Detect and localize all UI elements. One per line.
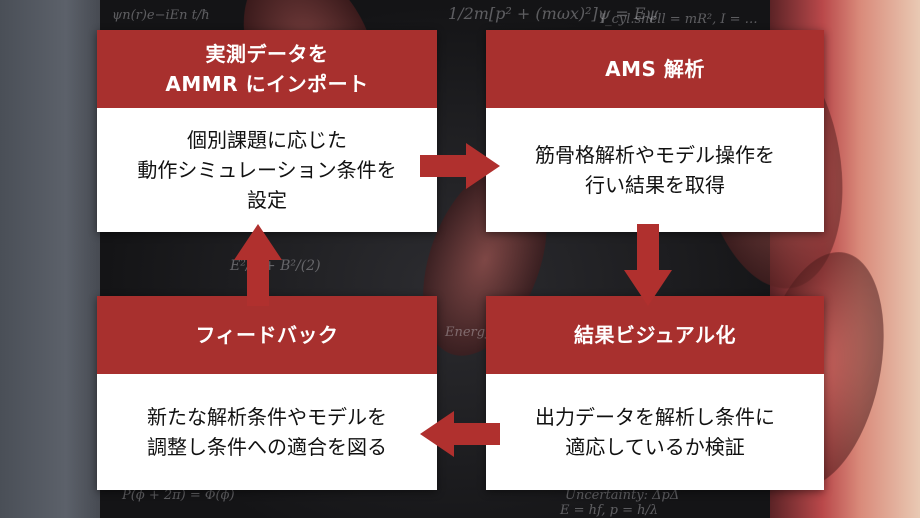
arrow-down-icon [624, 224, 672, 306]
step-title: 実測データを AMMR にインポート [97, 30, 437, 108]
step-box-ams: AMS 解析 筋骨格解析やモデル操作を 行い結果を取得 [486, 30, 824, 232]
background-formula: 1/2m[p² + (mωx)²]ψ = Eψ [448, 4, 659, 23]
step-title: 結果ビジュアル化 [486, 296, 824, 374]
step-description: 出力データを解析し条件に 適応しているか検証 [486, 374, 824, 490]
step-title: AMS 解析 [486, 30, 824, 108]
step-description-text: 筋骨格解析やモデル操作を 行い結果を取得 [535, 143, 775, 197]
step-box-visual: 結果ビジュアル化 出力データを解析し条件に 適応しているか検証 [486, 296, 824, 490]
arrow-left-icon [420, 411, 500, 457]
step-title: フィードバック [97, 296, 437, 374]
step-title-text: 結果ビジュアル化 [574, 323, 736, 347]
step-description: 新たな解析条件やモデルを 調整し条件への適合を図る [97, 374, 437, 490]
arrow-right-icon [420, 143, 500, 189]
step-description-text: 個別課題に応じた 動作シミュレーション条件を 設定 [137, 128, 397, 212]
background-formula: Uncertainty: ΔpΔ [565, 488, 680, 503]
step-box-import: 実測データを AMMR にインポート 個別課題に応じた 動作シミュレーション条件… [97, 30, 437, 232]
step-title-text: 実測データを AMMR にインポート [165, 42, 369, 96]
background-formula: Energy [445, 325, 493, 340]
step-box-feedback: フィードバック 新たな解析条件やモデルを 調整し条件への適合を図る [97, 296, 437, 490]
step-title-text: フィードバック [195, 323, 339, 347]
background-formula: P(ϕ + 2π) = Φ(ϕ) [122, 488, 235, 503]
step-description-text: 出力データを解析し条件に 適応しているか検証 [535, 405, 775, 459]
background-formula: ψn(r)e−iEn t/ħ [112, 8, 210, 23]
step-description: 筋骨格解析やモデル操作を 行い結果を取得 [486, 108, 824, 232]
background-formula: E = hf, p = h/λ [560, 503, 659, 518]
step-title-text: AMS 解析 [605, 57, 705, 81]
step-description: 個別課題に応じた 動作シミュレーション条件を 設定 [97, 108, 437, 232]
arrow-up-icon [234, 224, 282, 306]
background-formula: I_cyl.shell = mR², I = … [600, 12, 758, 27]
step-description-text: 新たな解析条件やモデルを 調整し条件への適合を図る [147, 405, 387, 459]
